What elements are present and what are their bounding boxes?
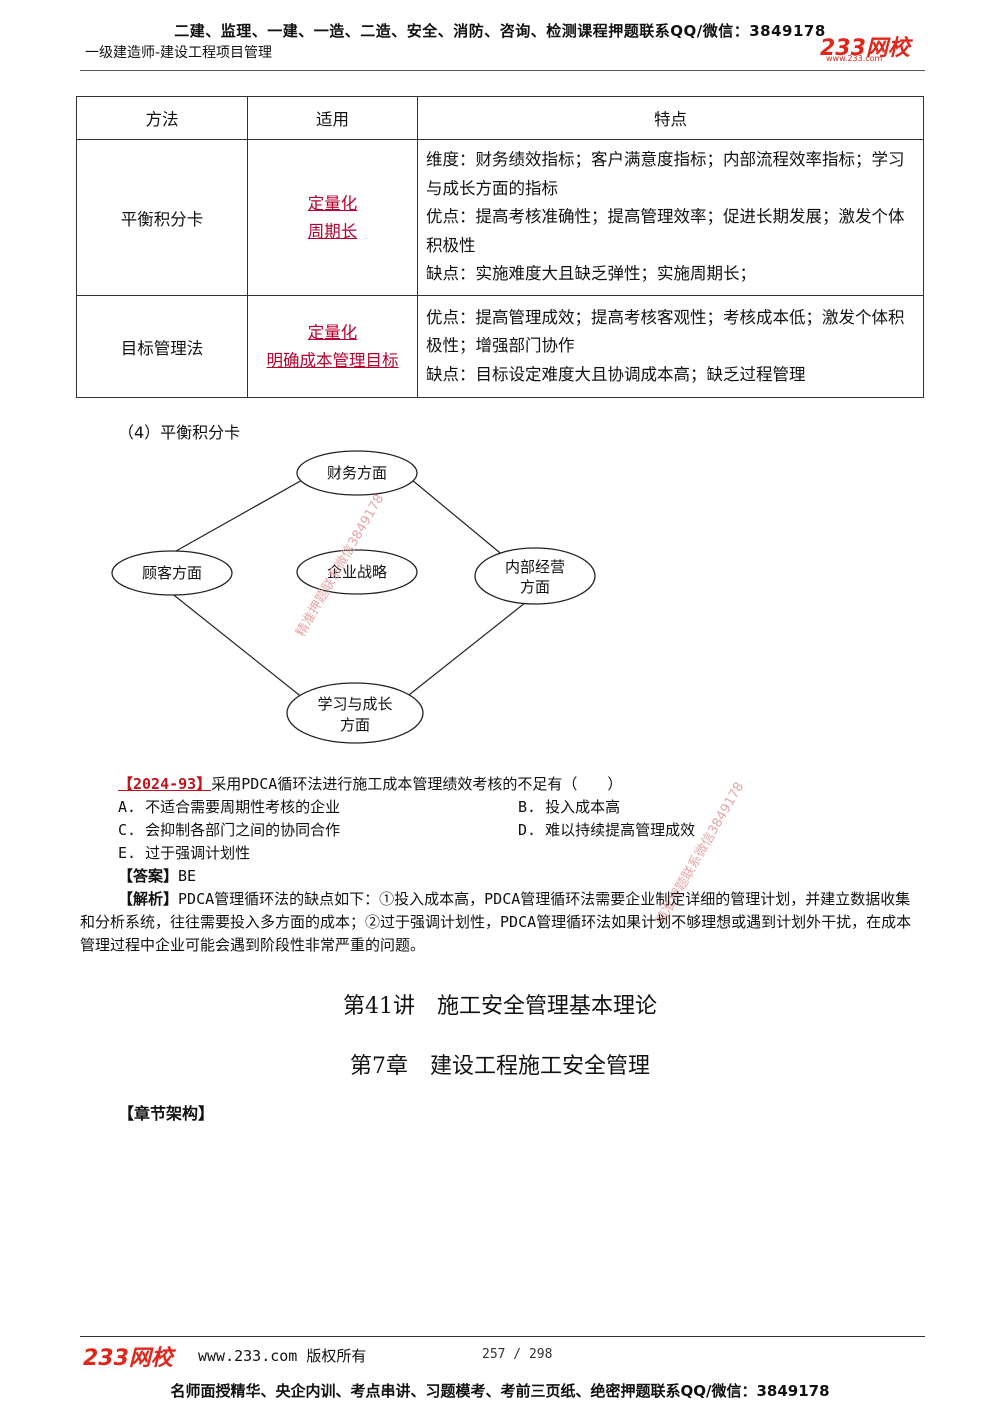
page-number: 257 / 298 bbox=[482, 1347, 553, 1362]
answer-line: 【答案】BE bbox=[118, 865, 196, 888]
table-cell-applicable: 定量化 明确成本管理目标 bbox=[247, 295, 418, 398]
node-customer bbox=[111, 550, 233, 596]
header-logo-url: www.233.com bbox=[826, 54, 883, 63]
header-subtitle: 一级建造师-建设工程项目管理 bbox=[85, 45, 273, 61]
balanced-scorecard-diagram: 财务方面 顾客方面 企业战略 内部经营 方面 学习与成长 方面 bbox=[111, 450, 596, 744]
feature-line: 缺点：实施难度大且缺乏弹性；实施周期长； bbox=[426, 264, 756, 284]
node-customer-label: 顾客方面 bbox=[142, 564, 202, 582]
applicable-tag: 定量化 bbox=[307, 322, 358, 342]
analysis-text: PDCA管理循环法的缺点如下：①投入成本高，PDCA管理循环法需要企业制定详细的… bbox=[80, 890, 912, 954]
applicable-tag: 定量化 bbox=[307, 193, 358, 213]
node-learning bbox=[286, 682, 424, 744]
analysis-label: 【解析】 bbox=[118, 890, 179, 908]
header-promo: 二建、监理、一建、一造、二造、安全、消防、咨询、检测课程押题联系QQ/微信：38… bbox=[174, 22, 826, 40]
option-a: A. 不适合需要周期性考核的企业 bbox=[118, 798, 341, 816]
lecture-title: 第41讲 施工安全管理基本理论 bbox=[343, 994, 657, 1019]
feature-line: 维度：财务绩效指标；客户满意度指标；内部流程效率指标；学习与成长方面的指标 bbox=[426, 150, 905, 198]
node-finance-label: 财务方面 bbox=[327, 464, 387, 482]
feature-line: 优点：提高管理成效；提高考核客观性；考核成本低；激发个体积极性；增强部门协作 bbox=[426, 307, 905, 356]
node-strategy bbox=[296, 549, 418, 595]
footer-promo: 名师面授精华、央企内训、考点串讲、习题模考、考前三页纸、绝密押题联系QQ/微信：… bbox=[170, 1382, 830, 1400]
option-b: B. 投入成本高 bbox=[518, 798, 621, 816]
table-header-applicable: 适用 bbox=[247, 96, 418, 140]
structure-label: 【章节架构】 bbox=[118, 1104, 215, 1123]
footer-divider bbox=[80, 1336, 925, 1337]
option-c: C. 会抑制各部门之间的协同合作 bbox=[118, 821, 341, 839]
table-cell-method: 平衡积分卡 bbox=[76, 139, 248, 296]
table-header-features: 特点 bbox=[417, 96, 924, 140]
connector-line bbox=[169, 591, 319, 711]
option-d: D. 难以持续提高管理成效 bbox=[518, 821, 696, 839]
node-strategy-label: 企业战略 bbox=[327, 563, 387, 581]
answer-value: BE bbox=[178, 867, 197, 885]
applicable-tag: 周期长 bbox=[307, 221, 358, 241]
node-internal-label-2: 方面 bbox=[520, 578, 550, 596]
method-comparison-table: 方法 适用 特点 平衡积分卡 定量化 周期长 维度：财务绩效指标；客户满意度指标… bbox=[76, 96, 924, 398]
footer-site[interactable]: www.233.com 版权所有 bbox=[198, 1347, 367, 1365]
chapter-title: 第7章 建设工程施工安全管理 bbox=[350, 1054, 650, 1079]
answer-label: 【答案】 bbox=[118, 867, 179, 885]
feature-line: 优点：提高考核准确性；提高管理效率；促进长期发展；激发个体积极性 bbox=[426, 207, 905, 255]
question-stem: 采用PDCA循环法进行施工成本管理绩效考核的不足有（ ） bbox=[211, 775, 623, 793]
header-divider bbox=[80, 70, 925, 71]
feature-line: 缺点：目标设定难度大且协调成本高；缺乏过程管理 bbox=[426, 364, 806, 384]
header-logo[interactable]: 233网校 bbox=[820, 36, 910, 61]
table-row: 目标管理法 定量化 明确成本管理目标 优点：提高管理成效；提高考核客观性；考核成… bbox=[76, 295, 924, 398]
analysis-paragraph: 【解析】PDCA管理循环法的缺点如下：①投入成本高，PDCA管理循环法需要企业制… bbox=[80, 888, 918, 957]
table-cell-method: 目标管理法 bbox=[76, 295, 248, 398]
table-header-method: 方法 bbox=[76, 96, 248, 140]
option-e: E. 过于强调计划性 bbox=[118, 844, 251, 862]
node-learning-label-1: 学习与成长 bbox=[317, 695, 392, 713]
table-header-row: 方法 适用 特点 bbox=[76, 96, 924, 140]
footer-logo[interactable]: 233网校 bbox=[83, 1346, 173, 1371]
node-internal-label-1: 内部经营 bbox=[505, 558, 565, 576]
node-learning-label-2: 方面 bbox=[340, 716, 370, 734]
connector-line bbox=[399, 469, 506, 558]
section-title: （4）平衡积分卡 bbox=[118, 423, 241, 442]
table-cell-features: 维度：财务绩效指标；客户满意度指标；内部流程效率指标；学习与成长方面的指标 优点… bbox=[417, 139, 924, 296]
node-internal bbox=[474, 547, 596, 605]
applicable-tag: 明确成本管理目标 bbox=[266, 350, 399, 370]
node-finance bbox=[296, 450, 418, 496]
question-stem-line: 【2024-93】采用PDCA循环法进行施工成本管理绩效考核的不足有（ ） bbox=[118, 773, 918, 796]
table-row: 平衡积分卡 定量化 周期长 维度：财务绩效指标；客户满意度指标；内部流程效率指标… bbox=[76, 139, 924, 296]
table-cell-applicable: 定量化 周期长 bbox=[247, 139, 418, 296]
connector-line bbox=[159, 469, 321, 561]
table-cell-features: 优点：提高管理成效；提高考核客观性；考核成本低；激发个体积极性；增强部门协作 缺… bbox=[417, 295, 924, 398]
connector-line bbox=[389, 594, 536, 711]
question-tag: 【2024-93】 bbox=[118, 775, 212, 793]
